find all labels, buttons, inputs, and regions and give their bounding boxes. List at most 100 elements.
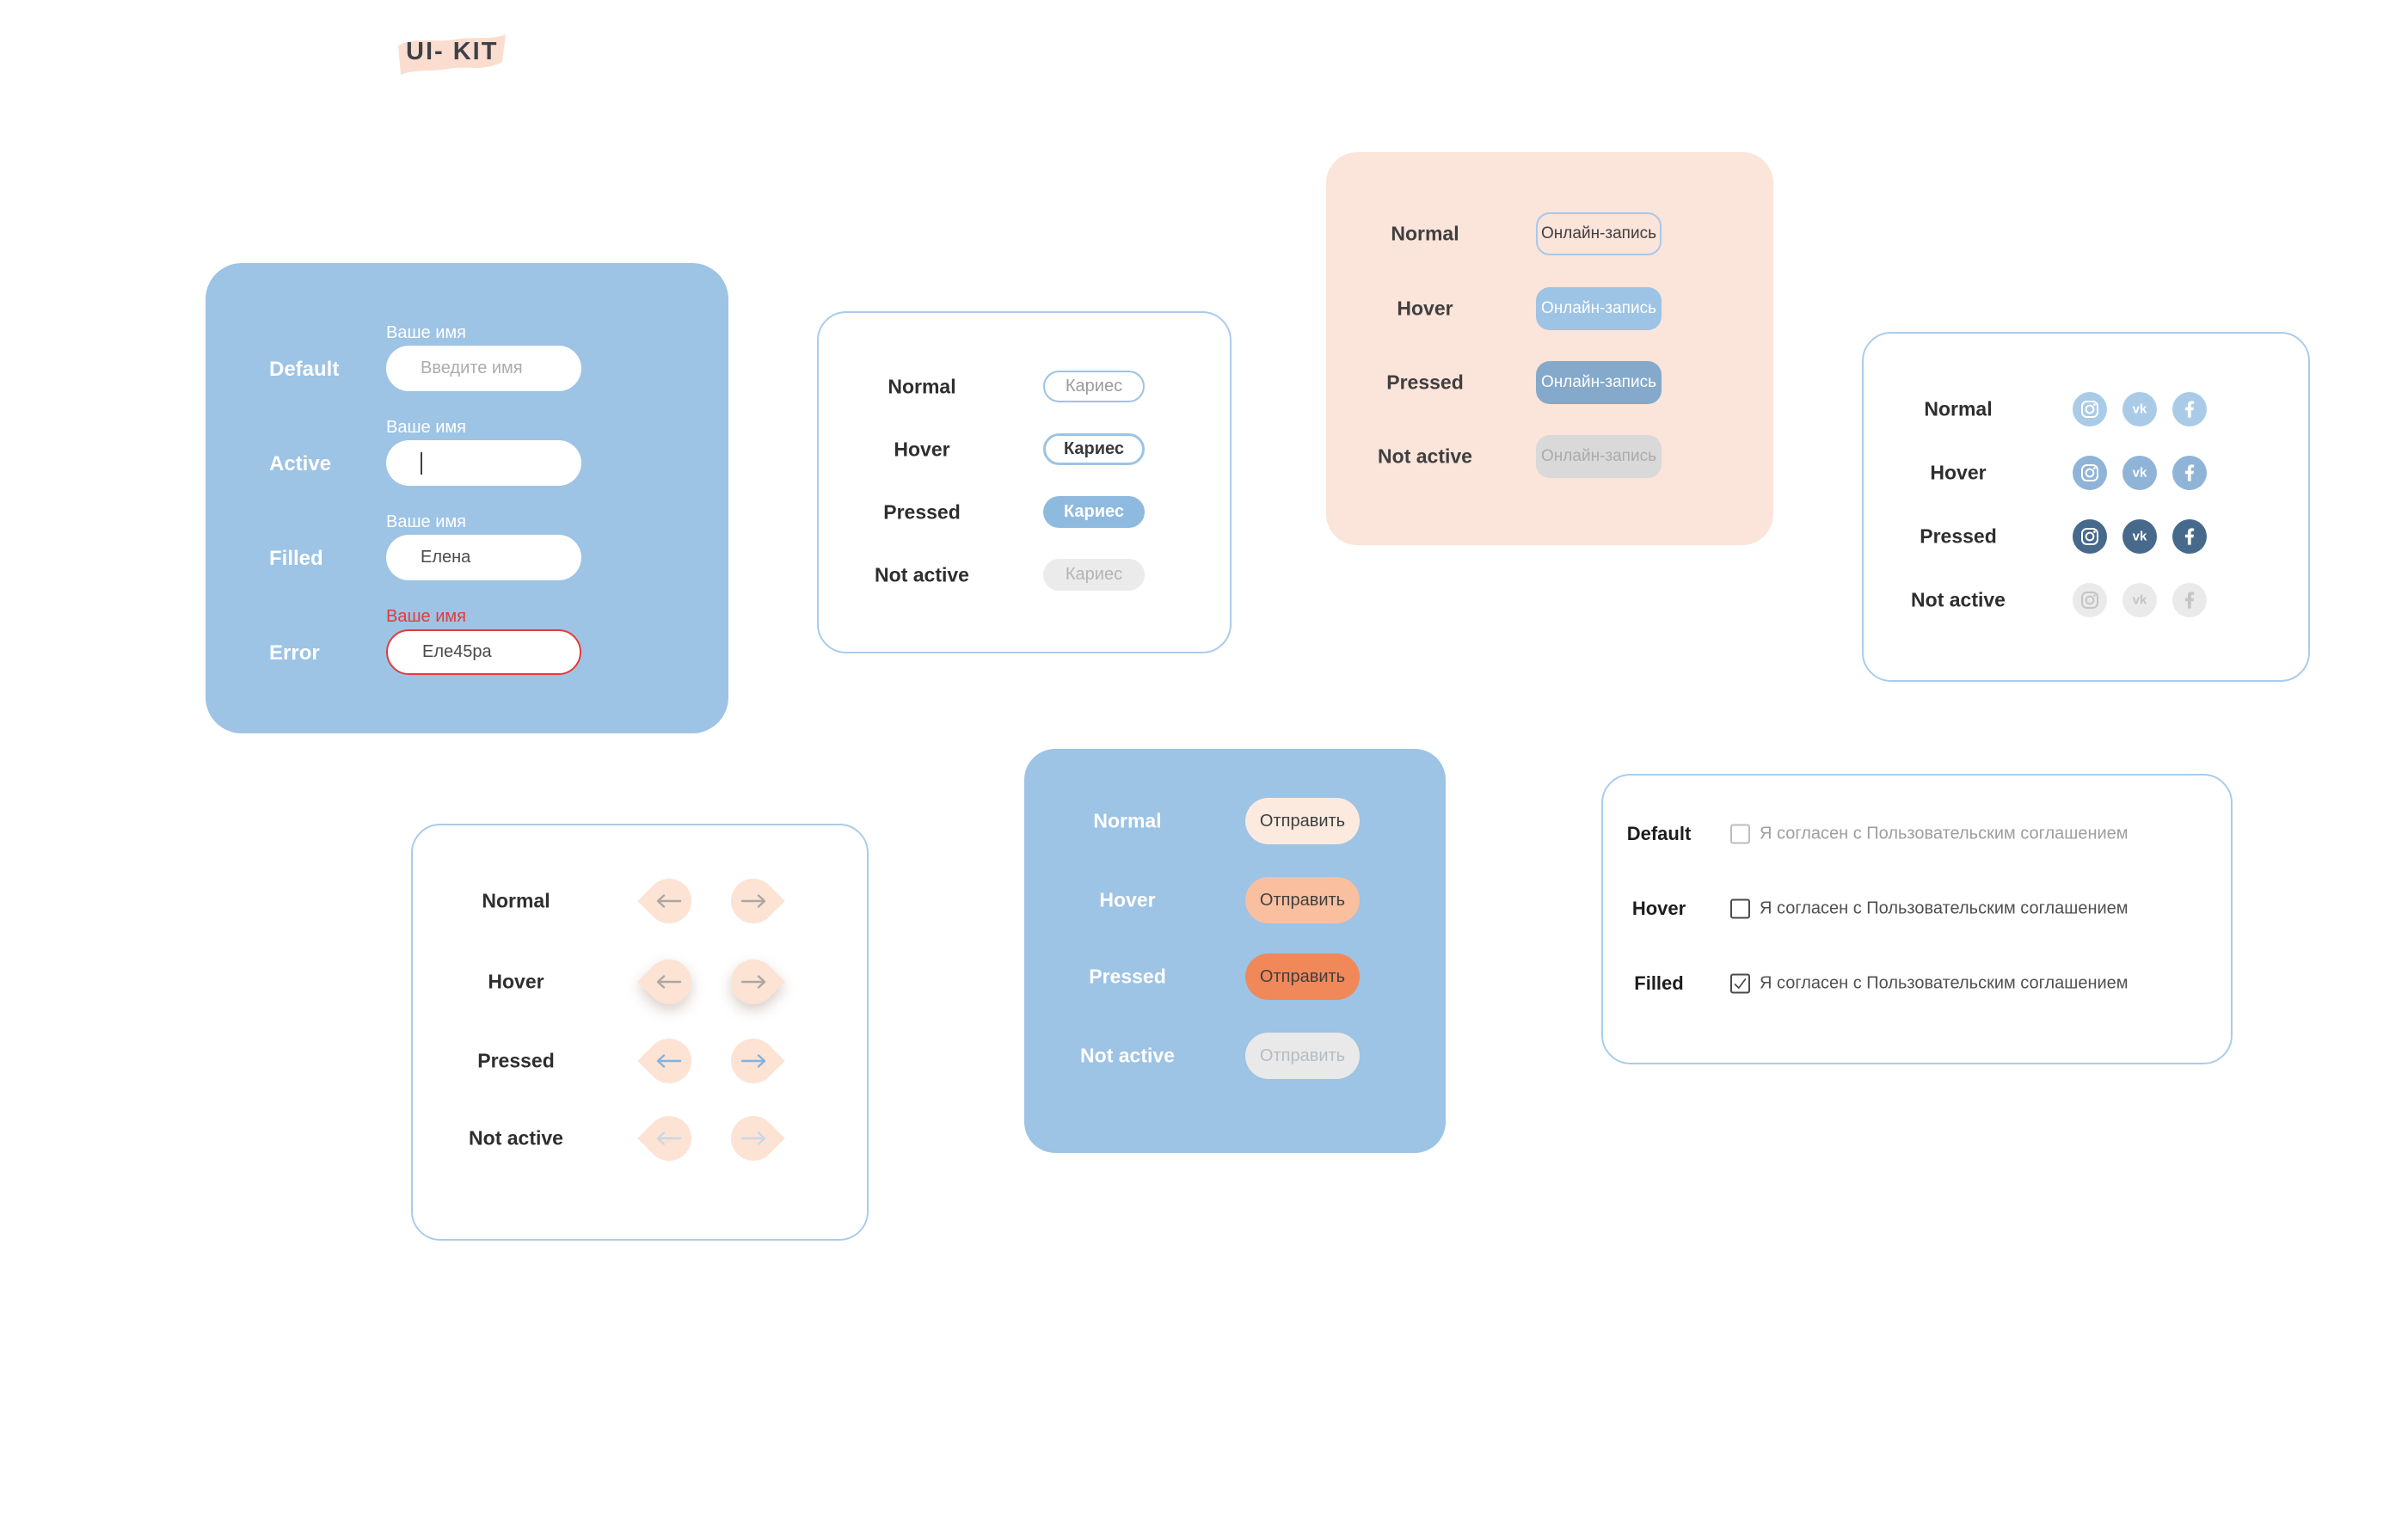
state-label: Not active — [1080, 1044, 1175, 1067]
instagram-icon[interactable] — [2073, 583, 2107, 617]
agreement-checkbox[interactable] — [1730, 824, 1750, 844]
submit-button-panel: Normal Отправить Hover Отправить Pressed… — [1024, 749, 1446, 1153]
state-label: Normal — [1391, 222, 1459, 245]
arrow-left-icon — [656, 975, 682, 989]
arrow-right-button[interactable] — [722, 1107, 785, 1170]
vk-icon[interactable]: vk — [2122, 583, 2157, 617]
input-value: Еле45ра — [422, 642, 492, 661]
arrow-row-hover: Hover — [413, 950, 867, 1014]
arrow-left-button[interactable] — [637, 950, 701, 1014]
facebook-icon[interactable] — [2172, 456, 2207, 490]
arrow-right-icon — [740, 1054, 766, 1068]
online-booking-button-pressed[interactable]: Онлайн-запись — [1536, 361, 1662, 404]
button-row: Not active Отправить — [1024, 1033, 1446, 1079]
facebook-icon[interactable] — [2172, 583, 2207, 617]
instagram-icon[interactable] — [2073, 392, 2107, 426]
state-label: Pressed — [1386, 371, 1464, 394]
button-row: Normal Отправить — [1024, 798, 1446, 844]
checkbox-row-default: Default Я согласен с Пользовательским со… — [1603, 821, 2231, 847]
submit-button-normal[interactable]: Отправить — [1245, 798, 1360, 844]
button-row: Normal Онлайн-запись — [1326, 212, 1773, 255]
state-label: Active — [269, 452, 332, 475]
button-row: Not active Онлайн-запись — [1326, 435, 1773, 478]
online-booking-button-panel: Normal Онлайн-запись Hover Онлайн-запись… — [1326, 152, 1773, 545]
facebook-icon[interactable] — [2172, 519, 2207, 554]
svg-text:vk: vk — [2133, 530, 2147, 544]
checkbox-label: Я согласен с Пользовательским соглашение… — [1760, 824, 2128, 843]
arrow-left-button[interactable] — [637, 869, 701, 933]
state-label: Hover — [1397, 297, 1453, 320]
social-icons: vk — [2073, 519, 2207, 554]
karies-button-pressed[interactable]: Кариес — [1043, 496, 1145, 528]
checkbox-states-panel: Default Я согласен с Пользовательским со… — [1601, 774, 2233, 1064]
arrow-buttons-panel: Normal Hover — [411, 824, 869, 1241]
state-label: Hover — [1631, 898, 1686, 919]
state-label: Normal — [482, 889, 550, 912]
instagram-icon[interactable] — [2073, 456, 2107, 490]
state-label: Default — [269, 358, 340, 381]
button-row: Pressed Отправить — [1024, 953, 1446, 1000]
highlight-swoosh — [398, 34, 506, 75]
vk-icon[interactable]: vk — [2122, 392, 2157, 426]
arrow-left-button[interactable] — [637, 1029, 701, 1093]
karies-button-disabled[interactable]: Кариес — [1043, 559, 1145, 591]
instagram-icon[interactable] — [2073, 519, 2107, 554]
state-label: Filled — [269, 547, 323, 570]
name-input-filled[interactable]: Елена — [386, 535, 581, 580]
online-booking-button-normal[interactable]: Онлайн-запись — [1536, 212, 1662, 255]
online-booking-button-disabled[interactable]: Онлайн-запись — [1536, 435, 1662, 478]
name-input-default[interactable]: Введите имя — [386, 346, 581, 391]
button-row: Hover Отправить — [1024, 877, 1446, 923]
social-icons: vk — [2073, 456, 2207, 490]
agreement-checkbox-checked[interactable] — [1730, 973, 1750, 994]
karies-button-panel: Normal Кариес Hover Кариес Pressed Карие… — [817, 311, 1232, 653]
state-label: Error — [269, 641, 320, 665]
social-icons: vk — [2073, 392, 2207, 426]
vk-icon[interactable]: vk — [2122, 456, 2157, 490]
state-label: Hover — [1930, 461, 1987, 484]
state-label: Hover — [1099, 888, 1156, 911]
checkbox-label: Я согласен с Пользовательским соглашение… — [1760, 898, 2128, 918]
button-row: Hover Онлайн-запись — [1326, 287, 1773, 330]
field-label: Ваше имя — [386, 607, 466, 626]
state-label: Normal — [1093, 809, 1162, 832]
karies-button-hover[interactable]: Кариес — [1043, 433, 1145, 465]
input-row-error: Error Ваше имя Еле45ра — [206, 607, 728, 702]
arrow-right-button[interactable] — [722, 1029, 785, 1093]
facebook-icon[interactable] — [2172, 392, 2207, 426]
state-label: Not active — [469, 1126, 563, 1150]
checkbox-row-hover: Hover Я согласен с Пользовательским согл… — [1603, 896, 2231, 922]
agreement-checkbox[interactable] — [1730, 898, 1750, 919]
text-cursor — [421, 451, 422, 475]
submit-button-disabled[interactable]: Отправить — [1245, 1033, 1360, 1079]
arrow-right-button[interactable] — [722, 950, 785, 1014]
name-input-error[interactable]: Еле45ра — [386, 629, 581, 675]
submit-button-hover[interactable]: Отправить — [1245, 877, 1360, 923]
karies-button-normal[interactable]: Кариес — [1043, 371, 1145, 402]
social-icons-panel: Normal vk — [1862, 332, 2310, 682]
social-icons: vk — [2073, 583, 2207, 617]
state-label: Filled — [1634, 972, 1684, 994]
arrow-left-button[interactable] — [637, 1107, 701, 1170]
arrow-row-disabled: Not active — [413, 1107, 867, 1170]
field-label: Ваше имя — [386, 418, 466, 437]
name-input-active[interactable] — [386, 440, 581, 486]
state-label: Normal — [888, 375, 956, 397]
arrow-right-button[interactable] — [722, 869, 785, 933]
input-row-filled: Filled Ваше имя Елена — [206, 512, 728, 607]
arrow-left-icon — [656, 1131, 682, 1145]
online-booking-button-hover[interactable]: Онлайн-запись — [1536, 287, 1662, 330]
input-row-default: Default Ваше имя Введите имя — [206, 323, 728, 418]
state-label: Pressed — [477, 1049, 555, 1072]
button-row: Not active Кариес — [819, 559, 1230, 591]
state-label: Not active — [1378, 445, 1472, 468]
state-label: Not active — [875, 563, 969, 586]
field-label: Ваше имя — [386, 323, 466, 342]
button-row: Pressed Кариес — [819, 496, 1230, 528]
social-row-disabled: Not active vk — [1864, 583, 2308, 617]
submit-button-pressed[interactable]: Отправить — [1245, 953, 1360, 1000]
state-label: Hover — [488, 970, 544, 993]
vk-icon[interactable]: vk — [2122, 519, 2157, 554]
arrow-right-icon — [740, 975, 766, 989]
